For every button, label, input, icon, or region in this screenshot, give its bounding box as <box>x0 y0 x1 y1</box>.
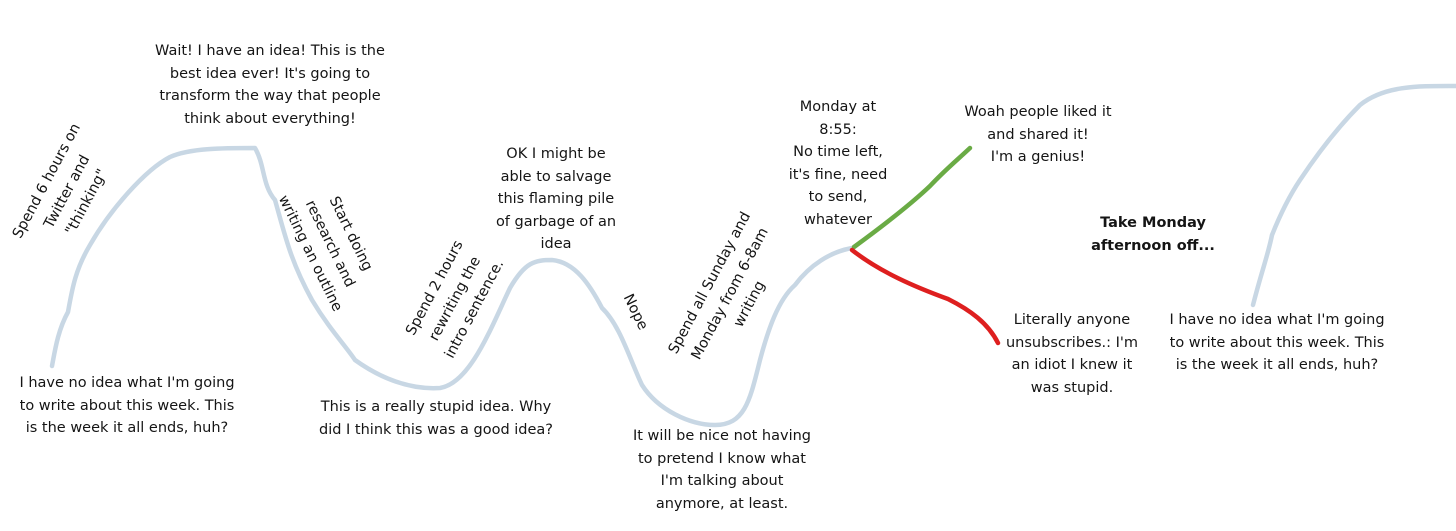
annotation-end-no-idea: I have no idea what I'm going to write a… <box>1169 312 1385 373</box>
annotation-nice-not-pretending: It will be nice not having to pretend I … <box>632 428 811 512</box>
annotation-stupid-idea: This is a really stupid idea. Why did I … <box>319 399 553 438</box>
mood-curve-end-line <box>1250 83 1456 308</box>
annotation-salvage: OK I might be able to salvage this flami… <box>495 146 617 252</box>
annotation-wait-idea: Wait! I have an idea! This is the best i… <box>155 43 385 127</box>
annotation-start-no-idea: I have no idea what I'm going to write a… <box>19 375 235 436</box>
annotation-monday-855: Monday at 8:55: No time left, it's fine,… <box>788 99 888 228</box>
failure-branch-line <box>849 247 1001 346</box>
mood-curve-line <box>49 145 855 428</box>
annotation-unsubscribes: Literally anyone unsubscribes.: I'm an i… <box>1005 312 1138 396</box>
success-branch-line <box>851 145 973 250</box>
annotation-woah-liked: Woah people liked it and shared it! I'm … <box>964 104 1112 165</box>
annotation-take-monday-off: Take Monday afternoon off... <box>1091 215 1215 254</box>
